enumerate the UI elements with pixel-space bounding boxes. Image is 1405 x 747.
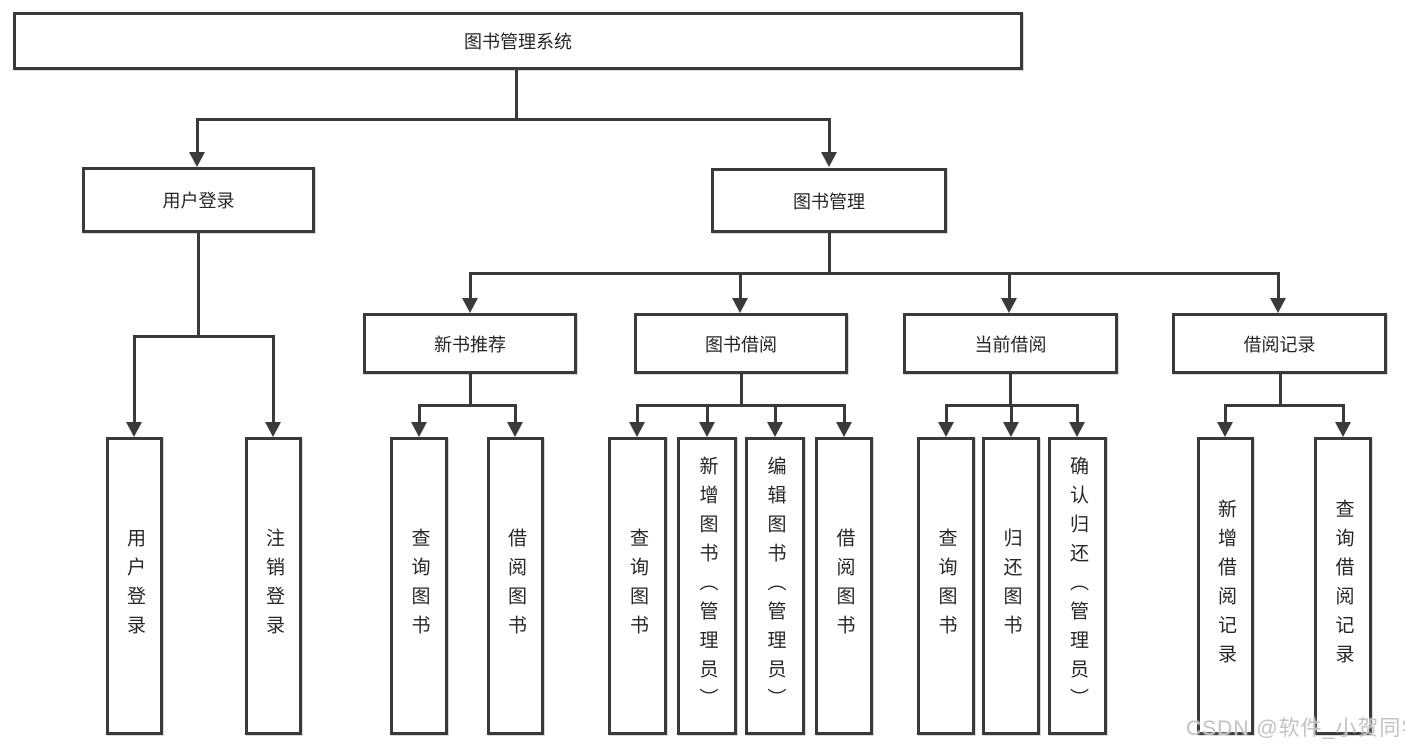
connector-drop xyxy=(945,404,948,424)
connector-drop xyxy=(774,404,777,424)
leaf-label: 查询图书 xyxy=(408,528,430,644)
leaf-borrow-books: 借阅图书 xyxy=(815,437,873,735)
node-new-book-recommendation: 新书推荐 xyxy=(363,313,577,374)
connector-drop xyxy=(1010,404,1013,424)
arrowhead xyxy=(938,422,954,437)
connector-root-stub xyxy=(515,68,518,120)
connector-drop xyxy=(418,404,421,424)
arrowhead xyxy=(1335,422,1351,437)
leaf-add-borrow-record: 新增借阅记录 xyxy=(1197,437,1254,735)
connector-drop-leaf-login xyxy=(133,335,136,423)
leaf-label: 新增图书（管理员） xyxy=(696,455,718,717)
node-label: 图书借阅 xyxy=(705,334,777,355)
connector-drop-current-borrow xyxy=(1008,272,1011,300)
node-label: 用户登录 xyxy=(162,191,235,211)
connector-userlogin-hbar xyxy=(133,335,275,338)
csdn-watermark: CSDN @软件_小贺同学 xyxy=(1186,717,1405,740)
connector-drop xyxy=(706,404,709,424)
connector-drop-new-book xyxy=(469,272,472,300)
leaf-label: 查询借阅记录 xyxy=(1332,499,1354,673)
leaf-label: 编辑图书（管理员） xyxy=(764,455,786,717)
leaf-label: 注销登录 xyxy=(263,528,284,644)
connector-drop xyxy=(843,404,846,424)
leaf-query-books-borrow: 查询图书 xyxy=(608,437,667,735)
node-book-borrowing: 图书借阅 xyxy=(634,313,848,374)
node-label: 新书推荐 xyxy=(434,334,506,355)
leaf-return-books: 归还图书 xyxy=(982,437,1040,735)
node-label: 图书管理 xyxy=(793,191,865,212)
arrowhead-leaf-login xyxy=(126,422,142,437)
node-label: 借阅记录 xyxy=(1243,334,1316,355)
connector-drop-book-mgmt xyxy=(828,118,831,154)
connector-drop xyxy=(514,404,517,424)
connector-drop xyxy=(1076,404,1079,424)
leaf-label: 确认归还（管理员） xyxy=(1067,455,1088,717)
arrowhead-book-mgmt xyxy=(821,152,837,167)
leaf-label: 查询图书 xyxy=(935,528,957,644)
leaf-label: 查询图书 xyxy=(627,528,648,644)
node-label: 当前借阅 xyxy=(974,334,1047,355)
connector-bookborrow-stub xyxy=(740,374,743,407)
arrowhead xyxy=(1069,422,1085,437)
arrowhead-book-borrow xyxy=(732,298,748,313)
arrowhead xyxy=(699,422,715,437)
leaf-label: 新增借阅记录 xyxy=(1215,499,1236,673)
leaf-query-books-rec: 查询图书 xyxy=(390,437,448,735)
node-user-login: 用户登录 xyxy=(82,167,315,233)
connector-currentborrow-stub xyxy=(1009,374,1012,407)
leaf-query-books-current: 查询图书 xyxy=(917,437,975,735)
arrowhead xyxy=(836,422,852,437)
connector-drop xyxy=(1224,404,1227,424)
node-current-borrowing: 当前借阅 xyxy=(903,313,1118,374)
connector-root-hbar xyxy=(197,118,831,121)
node-library-management-system: 图书管理系统 xyxy=(13,12,1023,70)
leaf-label: 借阅图书 xyxy=(833,528,855,644)
arrowhead xyxy=(629,422,645,437)
arrowhead xyxy=(1003,422,1019,437)
leaf-borrow-books-rec: 借阅图书 xyxy=(487,437,544,735)
connector-newbook-hbar xyxy=(418,404,517,407)
connector-borrowrecords-stub xyxy=(1279,374,1282,407)
leaf-label: 借阅图书 xyxy=(505,528,526,644)
arrowhead xyxy=(411,422,427,437)
node-borrowing-records: 借阅记录 xyxy=(1172,313,1387,374)
arrowhead xyxy=(767,422,783,437)
leaf-query-borrow-record: 查询借阅记录 xyxy=(1314,437,1372,735)
arrowhead-user-login xyxy=(189,152,205,167)
leaf-confirm-return-admin: 确认归还（管理员） xyxy=(1048,437,1107,735)
connector-userlogin-stub xyxy=(197,233,200,337)
leaf-label: 用户登录 xyxy=(124,528,145,644)
node-book-management: 图书管理 xyxy=(711,168,947,233)
arrowhead-leaf-logout xyxy=(265,422,281,437)
connector-drop xyxy=(636,404,639,424)
arrowhead-current-borrow xyxy=(1001,298,1017,313)
connector-drop-leaf-logout xyxy=(272,335,275,423)
connector-bookborrow-hbar xyxy=(636,404,846,407)
leaf-logout: 注销登录 xyxy=(245,437,302,735)
connector-bookmgmt-hbar xyxy=(469,272,1280,275)
connector-newbook-stub xyxy=(469,374,472,407)
connector-bookmgmt-stub xyxy=(828,233,831,275)
connector-drop xyxy=(1342,404,1345,424)
node-label: 图书管理系统 xyxy=(464,32,572,52)
connector-drop-user-login xyxy=(196,118,199,154)
arrowhead xyxy=(1217,422,1233,437)
leaf-label: 归还图书 xyxy=(1000,528,1022,644)
arrowhead-borrow-records xyxy=(1270,298,1286,313)
connector-borrowrecords-hbar xyxy=(1224,404,1345,407)
connector-drop-borrow-records xyxy=(1277,272,1280,300)
leaf-edit-books-admin: 编辑图书（管理员） xyxy=(745,437,805,735)
leaf-user-login: 用户登录 xyxy=(106,437,163,735)
arrowhead-new-book xyxy=(462,298,478,313)
connector-drop-book-borrow xyxy=(739,272,742,300)
leaf-add-books-admin: 新增图书（管理员） xyxy=(677,437,737,735)
arrowhead xyxy=(507,422,523,437)
